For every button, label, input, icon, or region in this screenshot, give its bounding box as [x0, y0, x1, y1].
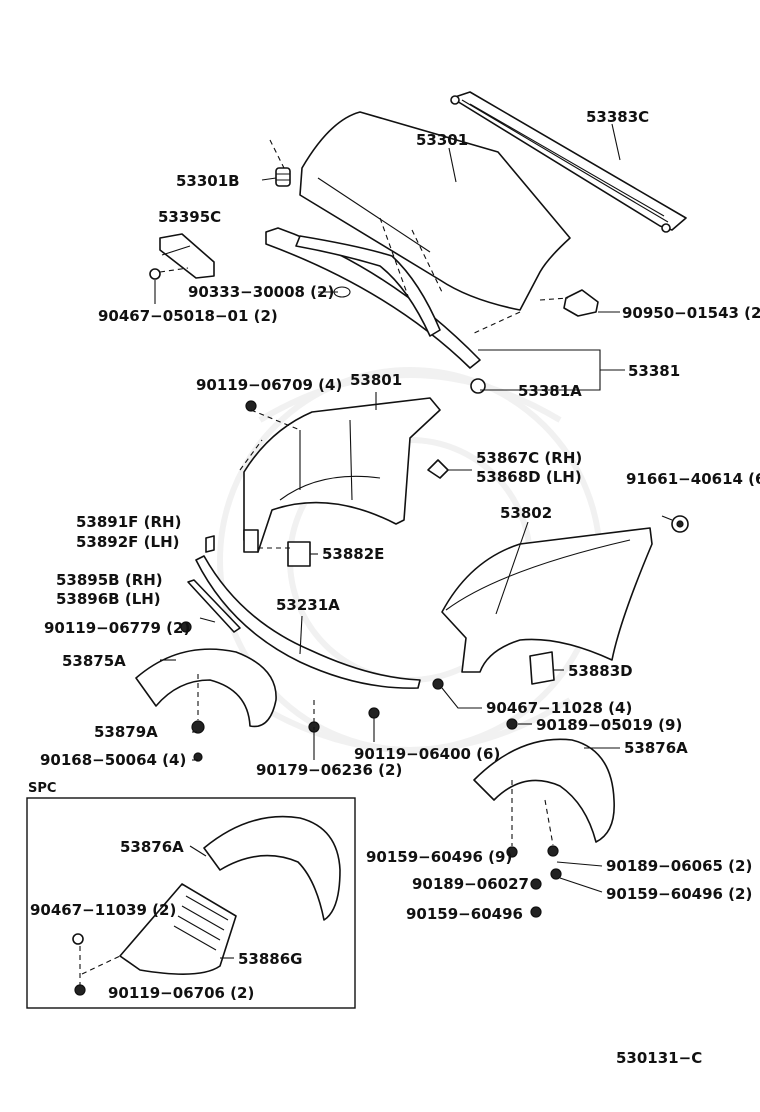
label-90189c: 90189−06027: [412, 875, 529, 893]
label-90119c: 90119−06400 (6): [354, 745, 500, 763]
label-53891f: 53891F (RH): [76, 513, 181, 531]
label-53886g: 53886G: [238, 950, 303, 968]
label-53883d: 53883D: [568, 662, 633, 680]
label-90119b: 90119−06779 (2): [44, 619, 190, 637]
label-53896b: 53896B (LH): [56, 590, 161, 608]
clip-53381a: [470, 378, 486, 394]
inner-apron-53801: [243, 397, 441, 553]
label-spc: SPC: [28, 781, 56, 796]
leader-lines: [79, 123, 673, 985]
label-53381a: 53381A: [518, 382, 582, 400]
label-53301b: 53301B: [176, 172, 240, 190]
label-90333: 90333−30008 (2): [188, 283, 334, 301]
label-53301: 53301: [416, 131, 468, 149]
label-90179: 90179−06236 (2): [256, 761, 402, 779]
lock-support-53231a: [195, 555, 421, 689]
label-53879a: 53879A: [94, 723, 158, 741]
fender-liner-53875a: [135, 648, 277, 728]
front-fender-53802: [441, 527, 653, 673]
label-90119d: 90119−06706 (2): [108, 984, 254, 1002]
bolt-90119-06779: [180, 621, 192, 633]
seal-53895b: [187, 579, 241, 633]
label-53381: 53381: [628, 362, 680, 380]
label-90168: 90168−50064 (4): [40, 751, 186, 769]
pad-53883d: [529, 651, 555, 685]
bracket-53395c: [149, 233, 215, 280]
label-53876a: 53876A: [624, 739, 688, 757]
label-53868d: 53868D (LH): [476, 468, 582, 486]
label-90467a: 90467−05018−01 (2): [98, 307, 278, 325]
label-53895b: 53895B (RH): [56, 571, 163, 589]
label-90159a: 90159−60496 (9): [366, 848, 512, 866]
label-53867c: 53867C (RH): [476, 449, 582, 467]
label-90159b: 90159−60496 (2): [606, 885, 752, 903]
label-53875a: 53875A: [62, 652, 126, 670]
spc-inset: [26, 797, 356, 1009]
fasteners-lower-right: [506, 845, 562, 918]
fender-liner-53876a: [473, 738, 615, 843]
clip-53867c: [427, 459, 449, 479]
label-90119a: 90119−06709 (4): [196, 376, 342, 394]
label-53892f: 53892F (LH): [76, 533, 179, 551]
label-53395c: 53395C: [158, 208, 221, 226]
bolt-91661-40614: [671, 515, 689, 533]
label-90467b: 90467−11028 (4): [486, 699, 632, 717]
weatherstrip-53383c: [450, 91, 687, 233]
label-90950: 90950−01543 (2): [622, 304, 760, 322]
cushion-53301b: [275, 167, 291, 187]
hood-frame-53381: [265, 227, 481, 369]
label-90467c: 90467−11039 (2): [30, 901, 176, 919]
label-53231a: 53231A: [276, 596, 340, 614]
part-labels: 53383C 53301 53301B 53395C 90333−30008 (…: [28, 108, 760, 1067]
clip-53891f: [205, 535, 215, 553]
label-53802: 53802: [500, 504, 552, 522]
label-90189a: 90189−05019 (9): [536, 716, 682, 734]
label-91661: 91661−40614 (6): [626, 470, 760, 488]
pad-53882e: [287, 541, 311, 567]
label-53801: 53801: [350, 371, 402, 389]
label-90159c: 90159−60496: [406, 905, 523, 923]
diagram-code: 530131−C: [616, 1049, 702, 1067]
bolt-90119-06709: [245, 400, 257, 412]
hood-panel-53301: [299, 111, 571, 311]
hood-lock-90950: [563, 289, 599, 317]
label-90189b: 90189−06065 (2): [606, 857, 752, 875]
label-53882e: 53882E: [322, 545, 384, 563]
label-53383c: 53383C: [586, 108, 649, 126]
label-53876a-spc: 53876A: [120, 838, 184, 856]
